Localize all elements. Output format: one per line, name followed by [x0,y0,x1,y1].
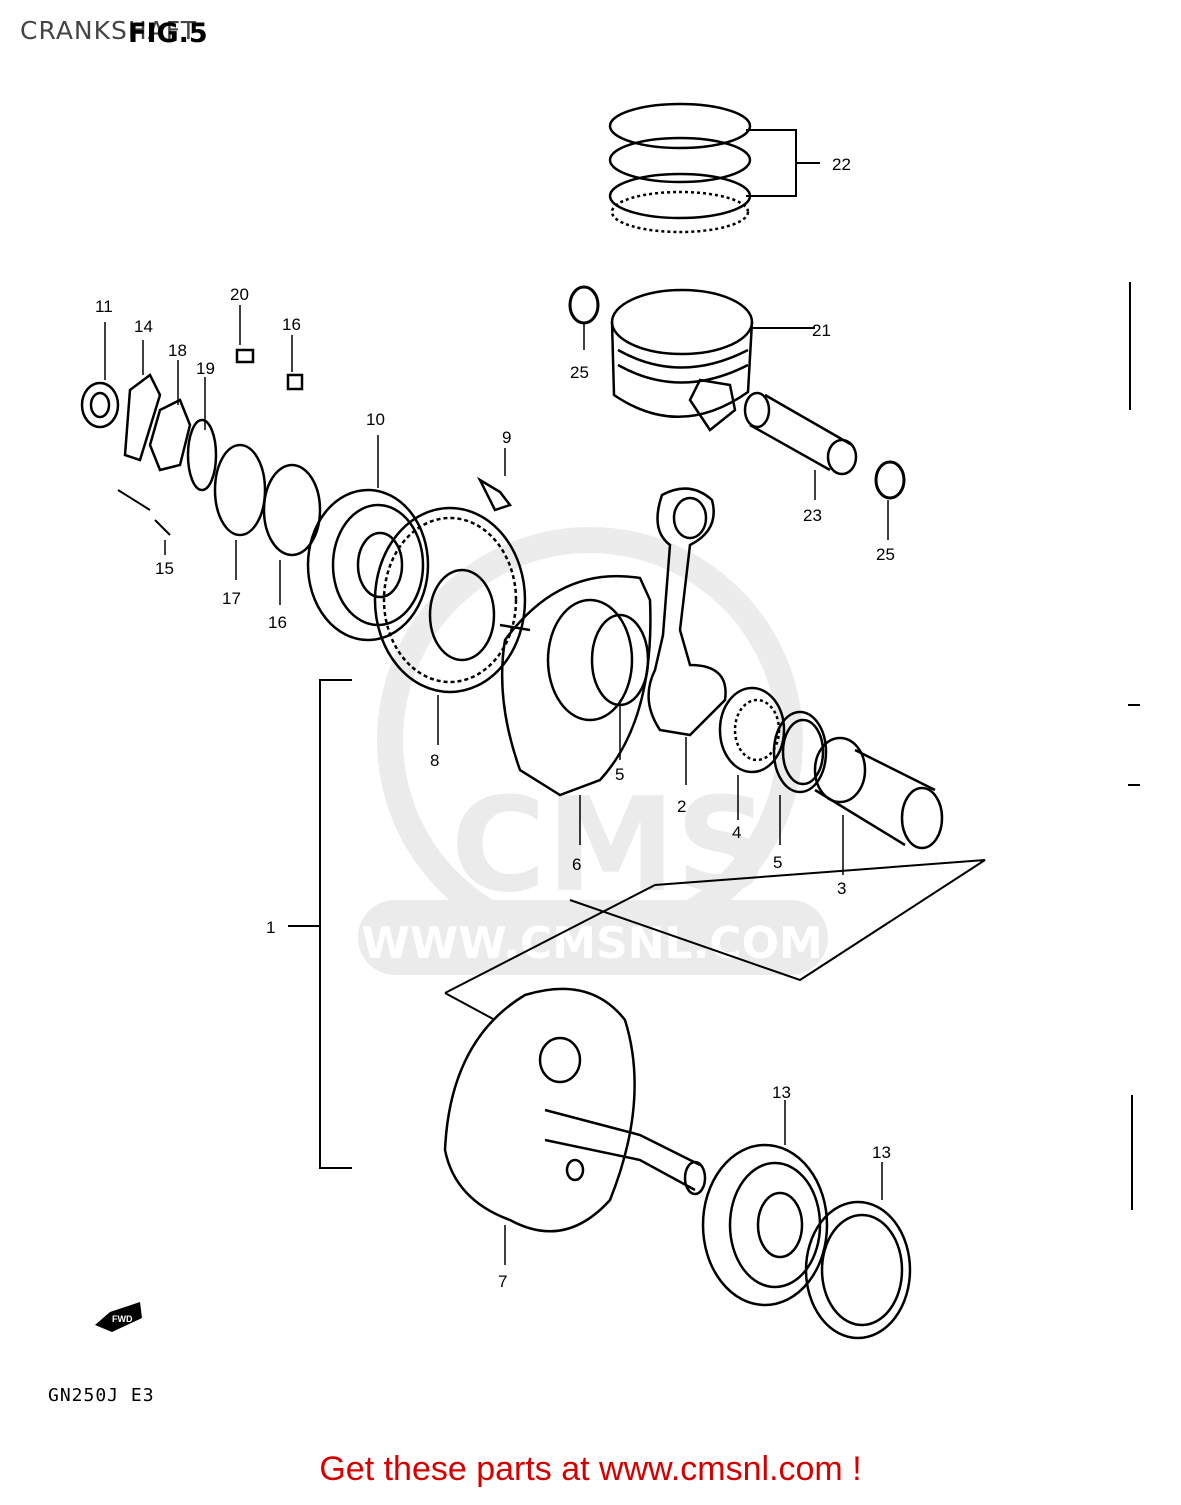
bearing-10 [306,435,430,642]
crank-lower [443,987,707,1265]
callout: 5 [615,765,624,784]
callout: 21 [812,321,831,340]
callout: 7 [498,1272,507,1291]
callout: 8 [430,751,439,770]
circlips [568,285,906,540]
callout: 6 [572,855,581,874]
callout: 22 [832,155,851,174]
callout: 25 [876,545,895,564]
watermark-logo: CMS [451,769,769,921]
callout: 23 [803,506,822,525]
callout: 13 [872,1143,891,1162]
callout: 9 [502,428,511,447]
callout: 5 [773,853,782,872]
scan-edge [1128,282,1140,1210]
piston [610,288,815,432]
callout: 18 [168,341,187,360]
crankpin-parts [619,686,944,875]
callout: 1 [266,918,275,937]
page-title: CRANKSHAFT [20,16,197,45]
callout: 16 [268,613,287,632]
callout: 3 [837,879,846,898]
callout: 13 [772,1083,791,1102]
crank-upper [499,487,727,845]
fwd-arrow-icon: FWD [95,1302,142,1332]
callout: 15 [155,559,174,578]
watermark: CMS WWW.CMSNL.COM [358,527,828,975]
callout: 17 [222,589,241,608]
callout: 10 [366,410,385,429]
piston-rings [608,102,820,234]
figure-label: FIG.5 [128,18,208,49]
callout: 19 [196,359,215,378]
piston-pin [743,391,858,500]
bearing-11-seal-13 [701,1100,912,1340]
callouts: 11 14 18 19 20 16 15 17 16 10 9 8 6 5 2 … [95,155,895,1291]
model-code: GN250J E3 [48,1385,155,1406]
callout: 25 [570,363,589,382]
watermark-ring [377,527,803,953]
callout: 2 [677,797,686,816]
fwd-label: FWD [112,1314,133,1324]
gear-8 [373,506,527,745]
left-parts [80,305,513,605]
promo-banner[interactable]: Get these parts at www.cmsnl.com ! [319,1450,862,1488]
watermark-pill [358,900,828,975]
callout: 11 [95,297,113,316]
watermark-url: WWW.CMSNL.COM [361,918,823,969]
assembly-bracket [288,679,986,1169]
callout: 16 [282,315,301,334]
callout: 20 [230,285,249,304]
callout: 14 [134,317,153,336]
callout: 4 [732,823,741,842]
